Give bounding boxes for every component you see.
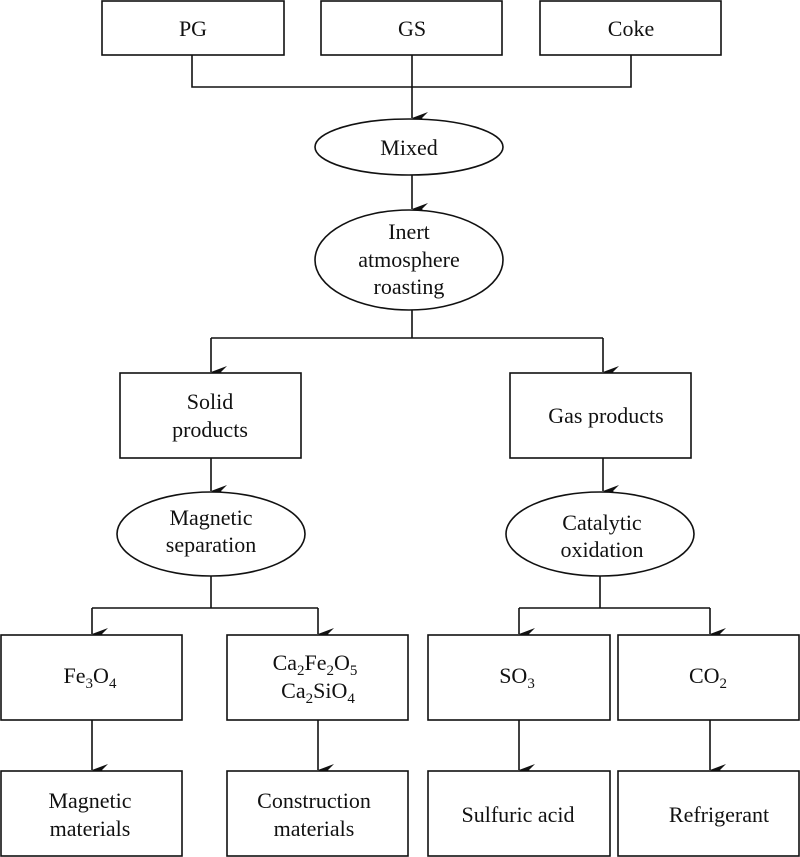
node-label: Gas products bbox=[548, 403, 663, 428]
merge-line bbox=[191, 55, 632, 88]
node-fe3o4: Fe3O4 bbox=[0, 634, 183, 721]
split-line-roasting bbox=[211, 310, 603, 339]
node-label: Refrigerant bbox=[669, 802, 769, 827]
node-mixed: Mixed bbox=[314, 118, 504, 176]
node-solid-products: Solid products bbox=[119, 372, 302, 459]
node-calcium-compounds: Ca2Fe2O5 Ca2SiO4 bbox=[226, 634, 409, 721]
node-label: Mixed bbox=[380, 135, 437, 160]
node-formula: CO2 bbox=[689, 663, 727, 692]
node-sulfuric-acid: Sulfuric acid bbox=[427, 770, 611, 857]
node-roasting: Inert atmosphere roasting bbox=[314, 209, 504, 311]
node-label-line: oxidation bbox=[560, 537, 643, 562]
node-formula-line: Ca2Fe2O5 bbox=[273, 650, 358, 679]
node-pg: PG bbox=[101, 0, 285, 56]
node-coke: Coke bbox=[539, 0, 722, 56]
node-label-line: Magnetic bbox=[48, 788, 131, 813]
node-construction-materials: Construction materials bbox=[226, 770, 409, 857]
node-magnetic-materials: Magnetic materials bbox=[0, 770, 183, 857]
node-label: Coke bbox=[608, 16, 654, 41]
node-label: Sulfuric acid bbox=[461, 802, 574, 827]
node-label: PG bbox=[179, 16, 207, 41]
node-label-line: roasting bbox=[374, 274, 445, 299]
node-magnetic-separation: Magnetic separation bbox=[116, 491, 306, 577]
node-label-line: Magnetic bbox=[169, 505, 252, 530]
split-line-magsep bbox=[92, 576, 318, 609]
node-label: GS bbox=[398, 16, 426, 41]
node-label-line: Construction bbox=[257, 788, 371, 813]
node-co2: CO2 bbox=[617, 634, 800, 721]
node-gas-products: Gas products bbox=[509, 372, 692, 459]
node-label-line: products bbox=[172, 417, 248, 442]
node-formula: Fe3O4 bbox=[64, 663, 117, 692]
node-label-line: atmosphere bbox=[358, 247, 459, 272]
node-gs: GS bbox=[320, 0, 503, 56]
node-label-line: separation bbox=[166, 532, 256, 557]
connectors bbox=[91, 55, 726, 776]
node-label-line: materials bbox=[50, 816, 131, 841]
node-formula-line: Ca2SiO4 bbox=[281, 678, 355, 707]
node-so3: SO3 bbox=[427, 634, 611, 721]
node-refrigerant: Refrigerant bbox=[617, 770, 800, 857]
node-formula: SO3 bbox=[499, 663, 535, 692]
node-catalytic-oxidation: Catalytic oxidation bbox=[505, 491, 695, 577]
node-label-line: materials bbox=[274, 816, 355, 841]
node-label-line: Solid bbox=[187, 389, 233, 414]
node-label-line: Inert bbox=[388, 219, 430, 244]
split-line-catox bbox=[519, 576, 710, 609]
node-label-line: Catalytic bbox=[562, 510, 642, 535]
